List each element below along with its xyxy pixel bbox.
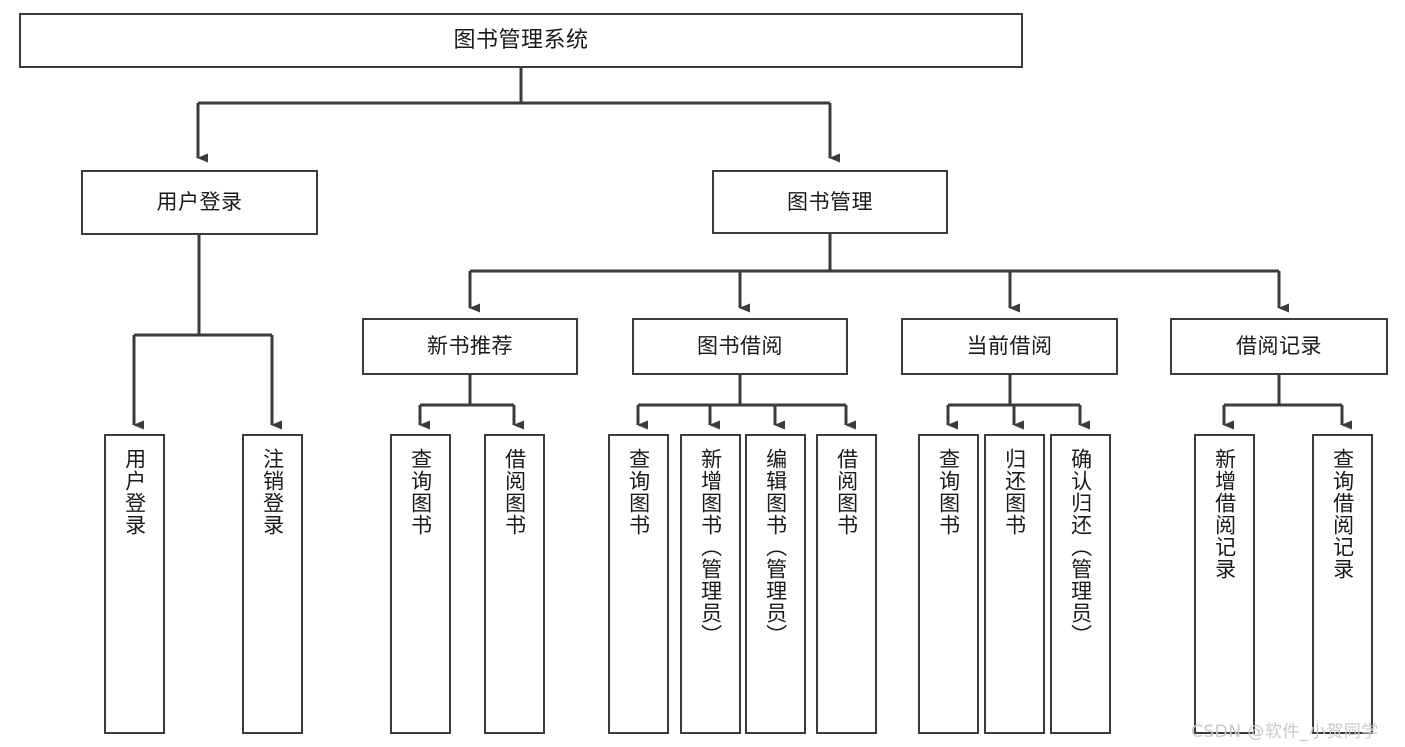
node-book-management[interactable]: 图书管理 [712, 170, 948, 234]
node-label: 查询图书 [626, 448, 651, 536]
node-label: 借阅图书 [834, 448, 859, 536]
leaf-edit-book-admin[interactable]: 编辑图书（管理员） [745, 434, 806, 734]
node-label: 归还图书 [1002, 448, 1027, 536]
node-label: 确认归还（管理员） [1068, 448, 1093, 646]
node-label: 查询图书 [408, 448, 433, 536]
node-book-borrowing[interactable]: 图书借阅 [632, 318, 848, 375]
leaf-confirm-return-admin[interactable]: 确认归还（管理员） [1050, 434, 1111, 734]
leaf-query-book-current[interactable]: 查询图书 [918, 434, 979, 734]
leaf-query-book-recommendation[interactable]: 查询图书 [390, 434, 451, 734]
leaf-borrow-book[interactable]: 借阅图书 [816, 434, 877, 734]
node-current-borrowing[interactable]: 当前借阅 [901, 318, 1118, 375]
leaf-logout[interactable]: 注销登录 [242, 434, 303, 734]
node-label: 图书借阅 [697, 334, 783, 359]
node-label: 查询图书 [936, 448, 961, 536]
node-label: 新增借阅记录 [1212, 448, 1237, 580]
node-borrowing-records[interactable]: 借阅记录 [1170, 318, 1388, 375]
leaf-add-book-admin[interactable]: 新增图书（管理员） [680, 434, 741, 734]
node-label: 图书管理 [787, 189, 873, 214]
leaf-add-borrow-record[interactable]: 新增借阅记录 [1194, 434, 1255, 734]
node-label: 注销登录 [260, 448, 285, 536]
leaf-user-login[interactable]: 用户登录 [104, 434, 165, 734]
watermark: CSDN @软件_小贺同学 [1191, 722, 1379, 742]
node-label: 新书推荐 [427, 334, 513, 359]
node-label: 查询借阅记录 [1330, 448, 1355, 580]
node-label: 借阅记录 [1236, 334, 1322, 359]
node-label: 当前借阅 [966, 334, 1053, 359]
leaf-borrow-book-recommendation[interactable]: 借阅图书 [484, 434, 545, 734]
node-user-login[interactable]: 用户登录 [81, 170, 318, 235]
node-new-book-recommendation[interactable]: 新书推荐 [362, 318, 578, 375]
node-label: 图书管理系统 [453, 27, 589, 53]
node-label: 借阅图书 [502, 448, 527, 536]
node-label: 新增图书（管理员） [698, 448, 723, 646]
node-label: 用户登录 [156, 190, 243, 215]
leaf-query-borrow-record[interactable]: 查询借阅记录 [1312, 434, 1373, 734]
node-label: 编辑图书（管理员） [763, 448, 788, 646]
leaf-return-book[interactable]: 归还图书 [984, 434, 1045, 734]
leaf-query-book-borrowing[interactable]: 查询图书 [608, 434, 669, 734]
node-label: 用户登录 [122, 448, 147, 536]
node-root-system[interactable]: 图书管理系统 [19, 13, 1023, 68]
